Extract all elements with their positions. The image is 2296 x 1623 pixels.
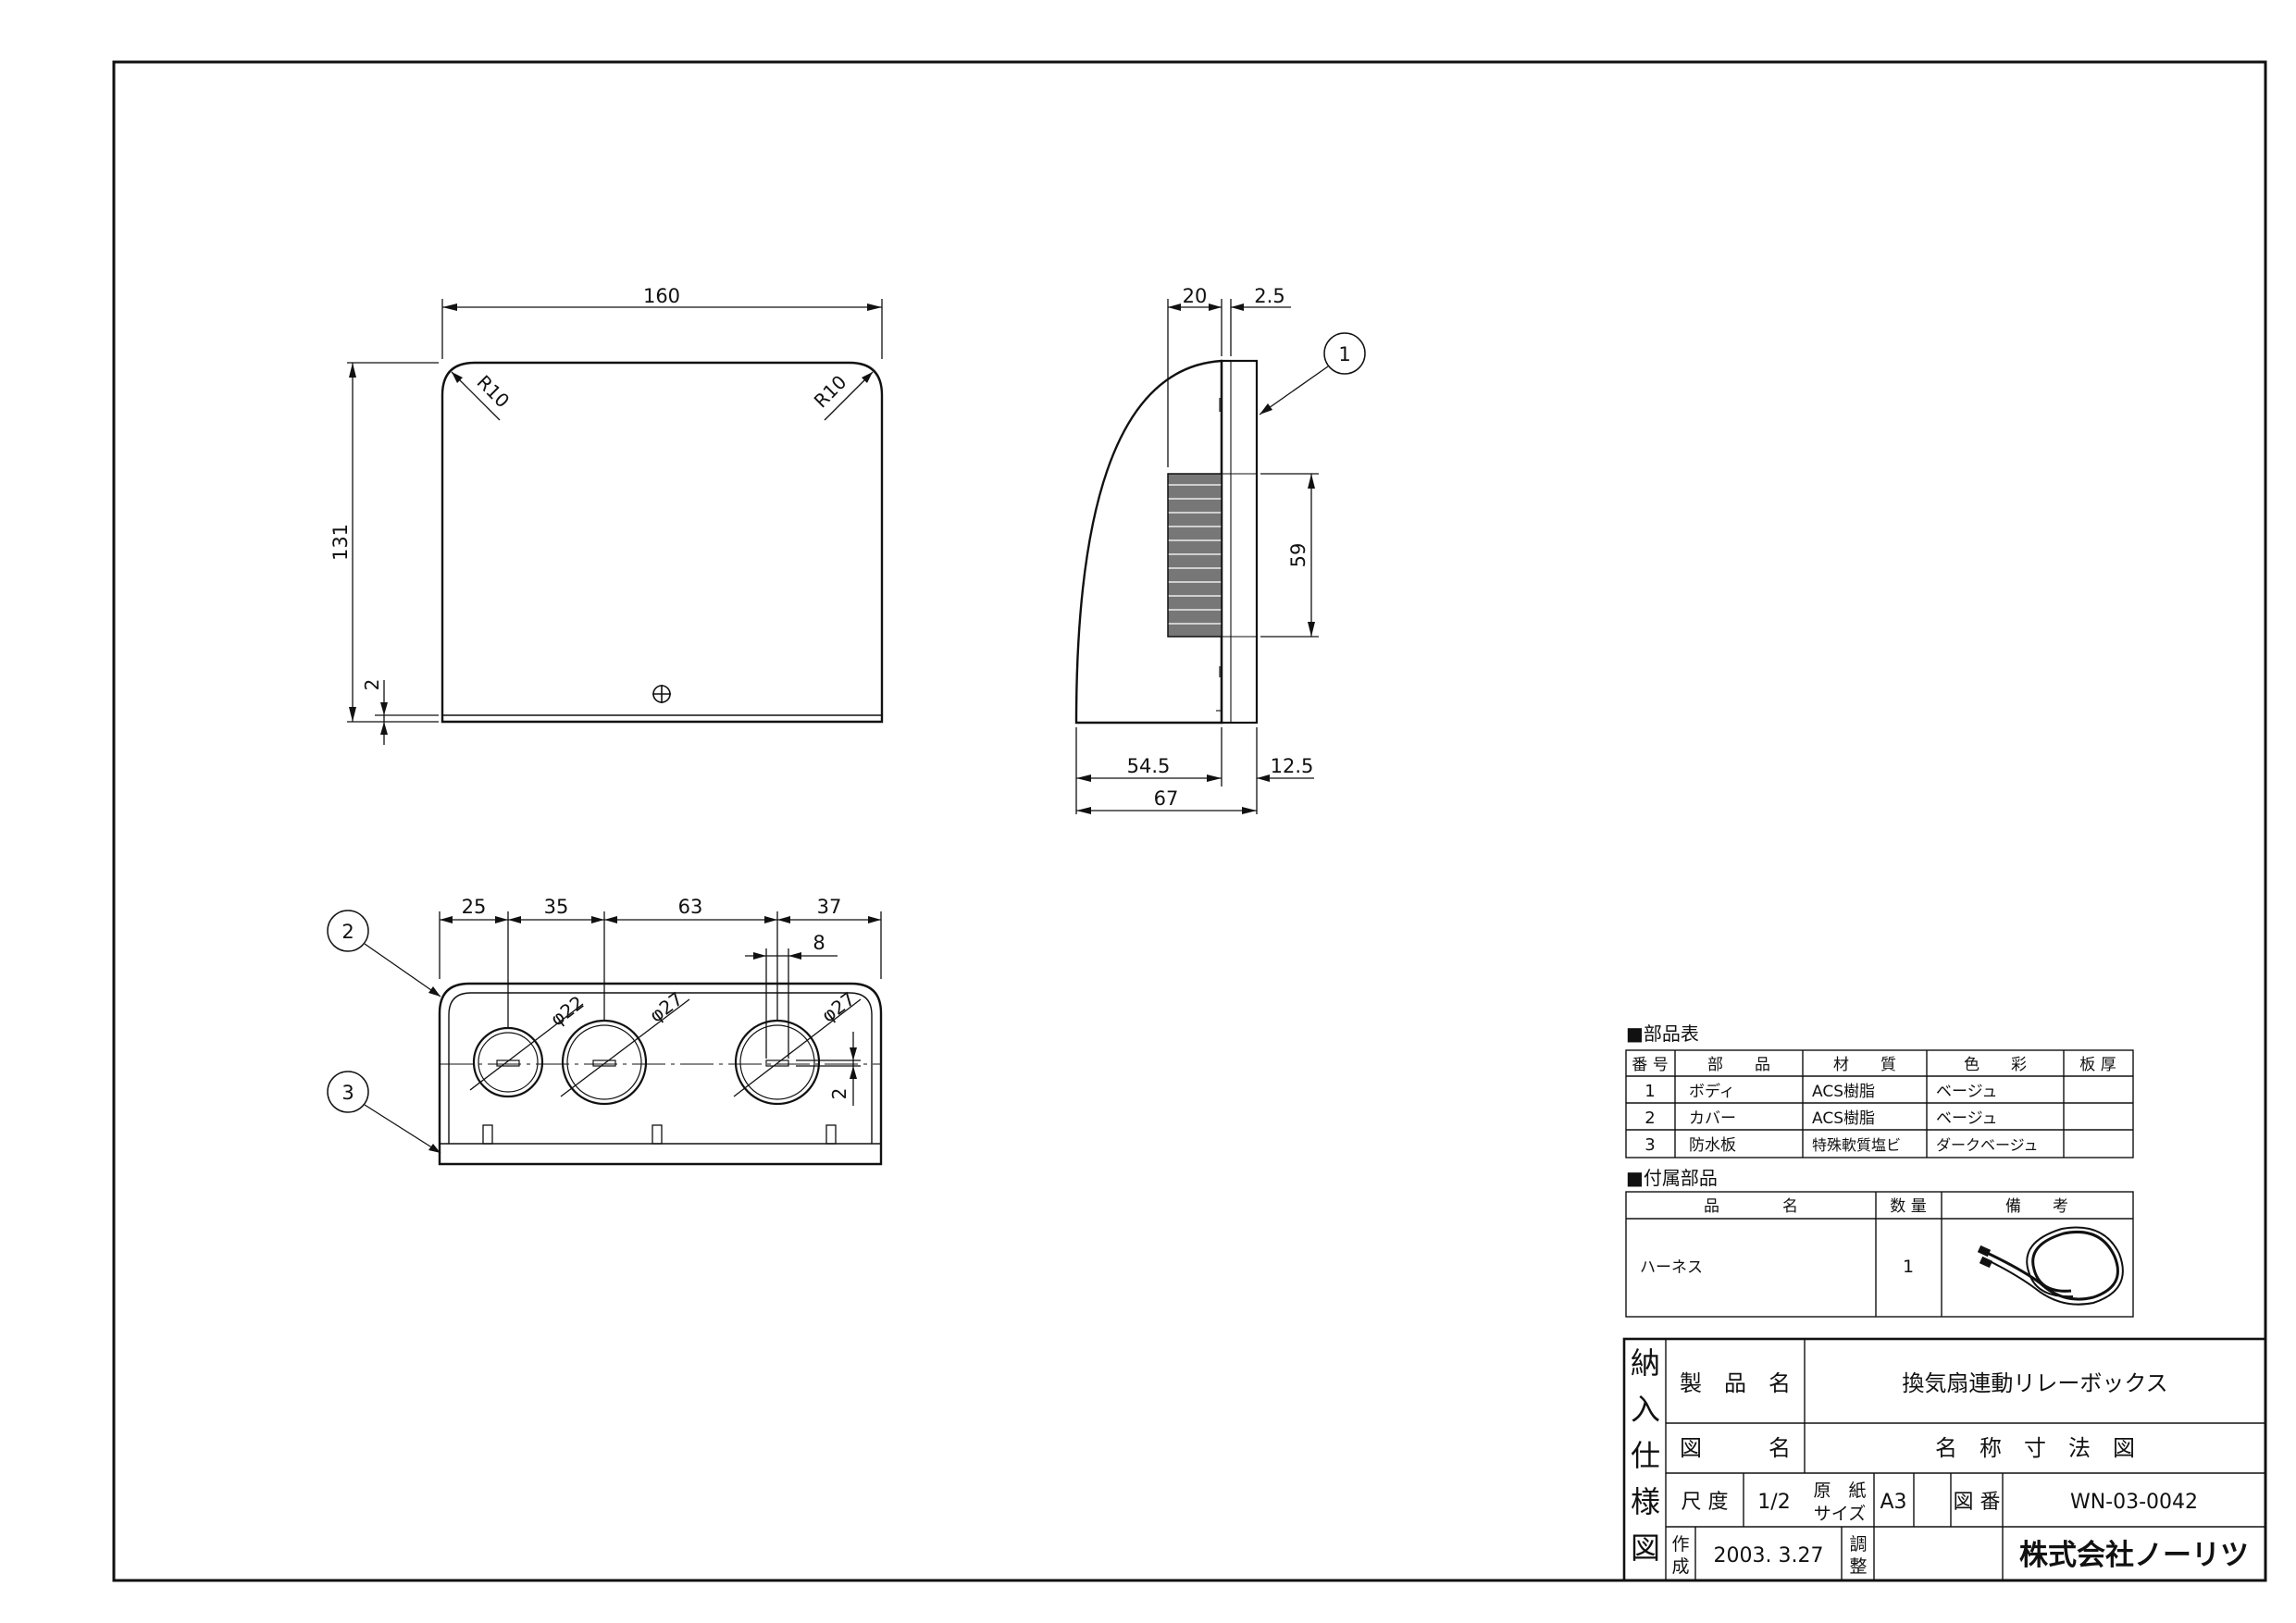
hole-1-diameter: φ22	[546, 991, 588, 1030]
balloon-1-number: 1	[1338, 343, 1350, 365]
parts-row-3-part: 防水板	[1689, 1136, 1736, 1155]
product-name: 換気扇連動リレーボックス	[1902, 1370, 2167, 1396]
dim-bottom-1: 25	[462, 896, 487, 918]
title-side-char-4: 様	[1631, 1484, 1660, 1519]
accessory-table: ■付属部品 品 名 数 量 備 考 ハーネス 1	[1625, 1167, 2134, 1318]
scale-label: 尺 度	[1682, 1491, 1729, 1514]
dim-front-height: 131	[329, 524, 352, 561]
title-side-char-3: 仕	[1631, 1438, 1660, 1473]
dim-front-width: 160	[643, 285, 680, 307]
accessory-row-1-qty: 1	[1903, 1257, 1914, 1277]
dim-bottom-slot: 8	[813, 932, 825, 954]
accessory-header-name: 品 名	[1704, 1197, 1798, 1216]
drawing-name-label: 図 名	[1680, 1435, 1791, 1461]
product-name-label: 製 品 名	[1680, 1370, 1791, 1396]
radius-right-label: R10	[810, 371, 851, 413]
parts-table: ■部品表 番 号 部 品 材 質 色 彩 板 厚 1 ボディ ACS樹脂 ベージ…	[1625, 1022, 2134, 1158]
parts-table-heading: ■部品表	[1626, 1022, 1699, 1045]
parts-row-3-color: ダークベージュ	[1936, 1136, 2039, 1154]
title-block: 納 入 仕 様 図 製 品 名 換気扇連動リレーボックス 図 名 名 称 寸 法…	[1622, 1337, 2267, 1582]
cable-hole-3	[734, 1019, 821, 1106]
dim-side-bottom-right: 12.5	[1271, 755, 1314, 777]
parts-row-2-material: ACS樹脂	[1812, 1109, 1875, 1128]
paper-size-label-line1: 原 紙	[1813, 1481, 1866, 1501]
sheet-border	[112, 60, 2267, 1582]
parts-row-3-no: 3	[1644, 1135, 1655, 1155]
balloon-3	[327, 1071, 369, 1113]
parts-header-thickness: 板 厚	[2079, 1056, 2116, 1074]
balloon-1	[1323, 332, 1366, 375]
created-label-line2: 成	[1671, 1556, 1689, 1577]
drawing-no-label: 図 番	[1954, 1491, 2001, 1514]
title-side-char-2: 入	[1631, 1392, 1660, 1427]
paper-size-label-line2: サイズ	[1814, 1504, 1866, 1524]
checked-label-line1: 調	[1849, 1534, 1867, 1555]
parts-row-1-no: 1	[1644, 1082, 1655, 1101]
parts-header-no: 番 号	[1632, 1056, 1668, 1074]
parts-row-3-material: 特殊軟質塩ビ	[1812, 1136, 1901, 1154]
balloon-2-number: 2	[341, 921, 354, 943]
accessory-table-heading: ■付属部品	[1626, 1167, 1718, 1189]
dim-bottom-2: 35	[544, 896, 569, 918]
accessory-row-1-name: ハーネス	[1640, 1258, 1703, 1277]
bottom-view: φ22 φ27 φ27 25 35 63 37 8	[327, 896, 883, 1166]
parts-row-1-part: ボディ	[1689, 1082, 1735, 1101]
balloon-2	[327, 910, 369, 952]
dim-bottom-offset: 2	[828, 1088, 850, 1100]
dim-front-bottom: 2	[361, 679, 383, 691]
balloon-3-number: 3	[341, 1082, 354, 1104]
front-view: 160 131 2 R10 R10	[329, 285, 884, 745]
parts-row-2-part: カバー	[1689, 1109, 1736, 1128]
drawing-name: 名 称 寸 法 図	[1935, 1435, 2135, 1461]
checked-label-line2: 整	[1849, 1556, 1867, 1577]
parts-row-1-material: ACS樹脂	[1812, 1083, 1875, 1101]
drawing-number: WN-03-0042	[2070, 1491, 2198, 1514]
parts-header-color: 色 彩	[1964, 1056, 2027, 1074]
dim-side-total: 67	[1154, 787, 1179, 810]
dim-side-grille: 59	[1287, 543, 1309, 568]
parts-header-part: 部 品	[1707, 1056, 1770, 1074]
parts-header-material: 材 質	[1833, 1056, 1896, 1074]
accessory-header-qty: 数 量	[1890, 1197, 1926, 1216]
louver-grille	[1167, 473, 1222, 638]
created-date: 2003. 3.27	[1714, 1544, 1824, 1567]
parts-row-2-no: 2	[1644, 1109, 1655, 1128]
title-side-char-5: 図	[1631, 1530, 1660, 1566]
dim-side-top-left: 20	[1183, 285, 1208, 307]
accessory-header-notes: 備 考	[2005, 1197, 2068, 1216]
title-side-char-1: 納	[1631, 1345, 1660, 1381]
dim-side-top-right: 2.5	[1254, 285, 1285, 307]
created-label-line1: 作	[1671, 1534, 1689, 1555]
scale-value: 1/2	[1757, 1491, 1790, 1514]
dim-side-bottom-left: 54.5	[1127, 755, 1171, 777]
parts-row-2-color: ベージュ	[1936, 1109, 1997, 1128]
parts-row-1-color: ベージュ	[1936, 1083, 1997, 1101]
screw-icon	[652, 685, 671, 703]
paper-size-value: A3	[1880, 1491, 1906, 1514]
dim-bottom-4: 37	[817, 896, 842, 918]
cable-hole-1	[472, 1026, 544, 1098]
dim-bottom-3: 63	[678, 896, 703, 918]
side-view: 20 2.5 59 54.5 12.5 67 1	[1074, 285, 1366, 814]
radius-left-label: R10	[473, 371, 515, 413]
harness-cable-icon	[1977, 1226, 2124, 1306]
company-logo: 株式会社ノーリツ	[2019, 1539, 2249, 1572]
cable-hole-2	[561, 1019, 648, 1106]
